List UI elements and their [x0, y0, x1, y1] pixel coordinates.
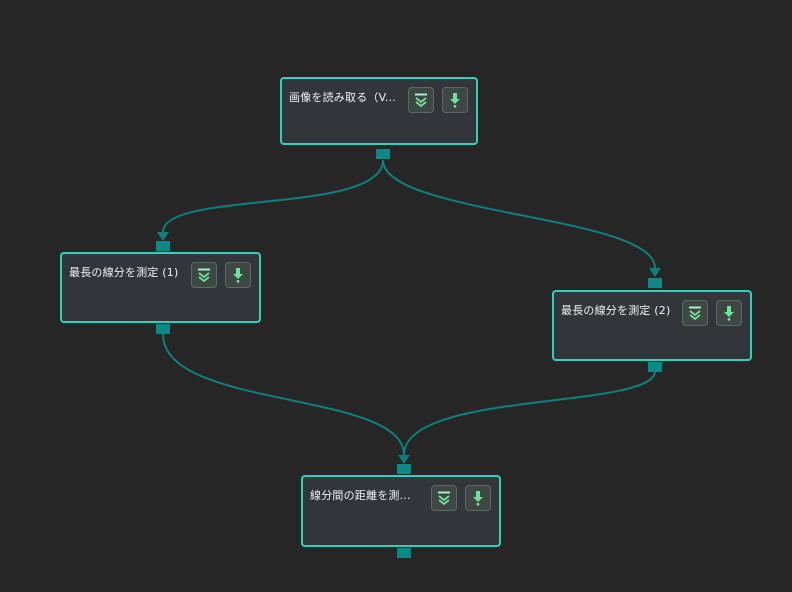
download-arrow-icon	[724, 306, 734, 321]
download-button[interactable]	[225, 262, 251, 288]
node-title: 線分間の距離を測...	[310, 489, 411, 502]
edge-read-image-to-measure-longest-2	[382, 159, 656, 269]
expand-button[interactable]	[431, 485, 457, 511]
node-title: 画像を読み取る（V...	[289, 91, 396, 104]
edge-arrow-icon	[398, 455, 410, 464]
input-port[interactable]	[156, 241, 170, 251]
expand-button[interactable]	[191, 262, 217, 288]
download-arrow-icon	[450, 93, 460, 108]
edge-measure-longest-2-to-measure-distance	[403, 370, 656, 456]
output-port[interactable]	[156, 324, 170, 334]
node-title: 最長の線分を測定 (1)	[69, 266, 179, 279]
output-port[interactable]	[376, 149, 390, 159]
input-port[interactable]	[648, 278, 662, 288]
expand-chevron-icon	[415, 93, 427, 108]
download-arrow-icon	[233, 268, 243, 283]
expand-chevron-icon	[438, 491, 450, 506]
download-button[interactable]	[716, 300, 742, 326]
expand-chevron-icon	[689, 306, 701, 321]
node-title: 最長の線分を測定 (2)	[561, 304, 671, 317]
output-port[interactable]	[397, 548, 411, 558]
expand-button[interactable]	[408, 87, 434, 113]
download-button[interactable]	[442, 87, 468, 113]
download-button[interactable]	[465, 485, 491, 511]
input-port[interactable]	[397, 464, 411, 474]
edge-read-image-to-measure-longest-1	[162, 159, 384, 233]
expand-button[interactable]	[682, 300, 708, 326]
node-measure-longest-1[interactable]: 最長の線分を測定 (1)	[60, 252, 261, 323]
output-port[interactable]	[648, 362, 662, 372]
edge-arrow-icon	[157, 232, 169, 241]
node-measure-longest-2[interactable]: 最長の線分を測定 (2)	[552, 290, 752, 361]
expand-chevron-icon	[198, 268, 210, 283]
edge-measure-longest-1-to-measure-distance	[162, 333, 405, 456]
download-arrow-icon	[473, 491, 483, 506]
node-read-image[interactable]: 画像を読み取る（V...	[280, 77, 478, 145]
edge-arrow-icon	[649, 268, 661, 277]
node-measure-distance[interactable]: 線分間の距離を測...	[301, 475, 501, 547]
